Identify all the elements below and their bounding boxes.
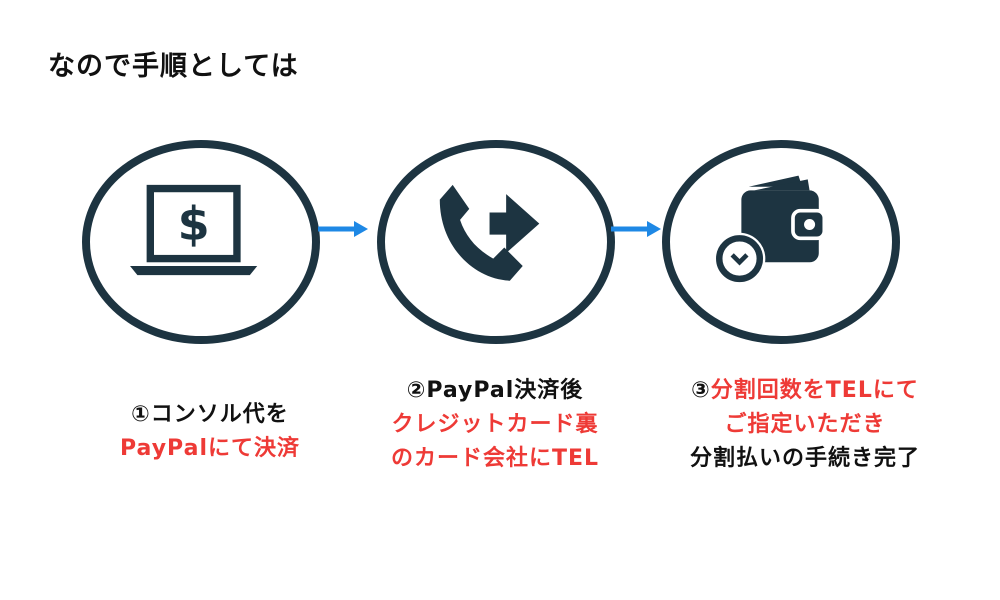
- laptop-dollar-icon: $: [130, 184, 258, 276]
- step-2-line-1: ②PayPal決済後: [406, 378, 584, 403]
- step-2-line-3: のカード会社にTEL: [390, 446, 600, 471]
- step-1-circle: $: [82, 140, 320, 344]
- step-3-circle: [662, 140, 900, 344]
- step-1-line-2: PayPalにて決済: [120, 436, 300, 461]
- wallet-clock-icon: [713, 175, 827, 285]
- step-3-line-3: 分割払いの手続き完了: [689, 446, 920, 471]
- page-heading: なので手順としては: [48, 51, 299, 82]
- step-3-number: ③: [691, 378, 711, 403]
- svg-text:$: $: [178, 197, 210, 251]
- step-3-line-2: ご指定いただき: [724, 412, 886, 437]
- step-2-line-2: クレジットカード裏: [391, 412, 599, 437]
- step-2-circle: [377, 140, 615, 344]
- arrow-right-icon: [611, 221, 661, 237]
- step-3-line-1: 分割回数をTELにて: [710, 378, 919, 403]
- arrow-right-icon: [318, 221, 368, 237]
- step-2-caption: ②PayPal決済後 クレジットカード裏 のカード会社にTEL: [340, 374, 650, 476]
- phone-forward-icon: [439, 184, 540, 281]
- step-1-line-1: ①コンソル代を: [131, 402, 289, 427]
- step-1-caption: ①コンソル代を PayPalにて決済: [60, 398, 360, 466]
- step-3-caption: ③分割回数をTELにて ご指定いただき 分割払いの手続き完了: [645, 374, 965, 476]
